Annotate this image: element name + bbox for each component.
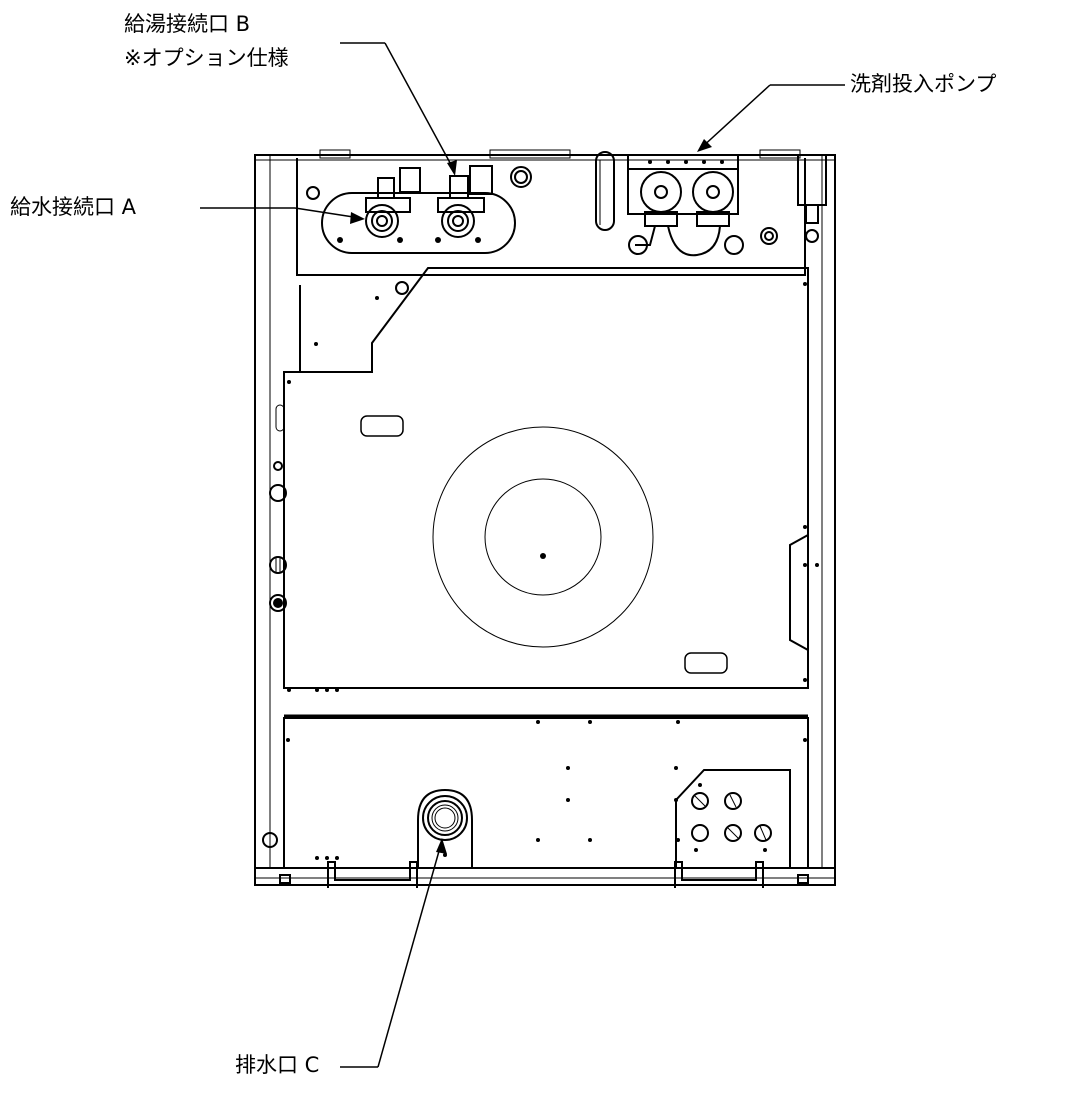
leader-line-inlet-b-diag <box>384 42 456 173</box>
arrow-inlet-b <box>447 160 457 176</box>
hot-water-inlet-label: 給湯接続口 B <box>124 12 251 36</box>
inlet-b-connector <box>435 165 493 243</box>
upper-panel <box>283 267 809 692</box>
hot-water-inlet-option-note: ※オプション仕様 <box>124 46 289 70</box>
water-inlet-label: 給水接続口 A <box>10 195 137 219</box>
leader-line-pump-diag <box>699 84 771 150</box>
inlet-a-connector <box>337 167 421 243</box>
drain-outlet <box>417 788 473 868</box>
arrow-pump <box>697 139 712 152</box>
left-side-fittings <box>262 404 287 848</box>
cabinet-outline <box>254 154 836 886</box>
drain-outlet-label: 排水口 C <box>235 1053 320 1077</box>
detergent-pump-label: 洗剤投入ポンプ <box>850 72 997 96</box>
right-side-bracket <box>789 534 819 651</box>
arrow-inlet-a <box>350 212 365 224</box>
leader-line-drain-diag <box>377 843 442 1068</box>
arrow-drain <box>436 838 447 854</box>
detergent-pump-assembly <box>627 154 827 257</box>
base-rail <box>254 861 836 888</box>
top-panel-fittings <box>306 151 615 231</box>
leader-line-inlet-a-diag <box>294 207 361 219</box>
electrical-panel <box>675 769 791 868</box>
